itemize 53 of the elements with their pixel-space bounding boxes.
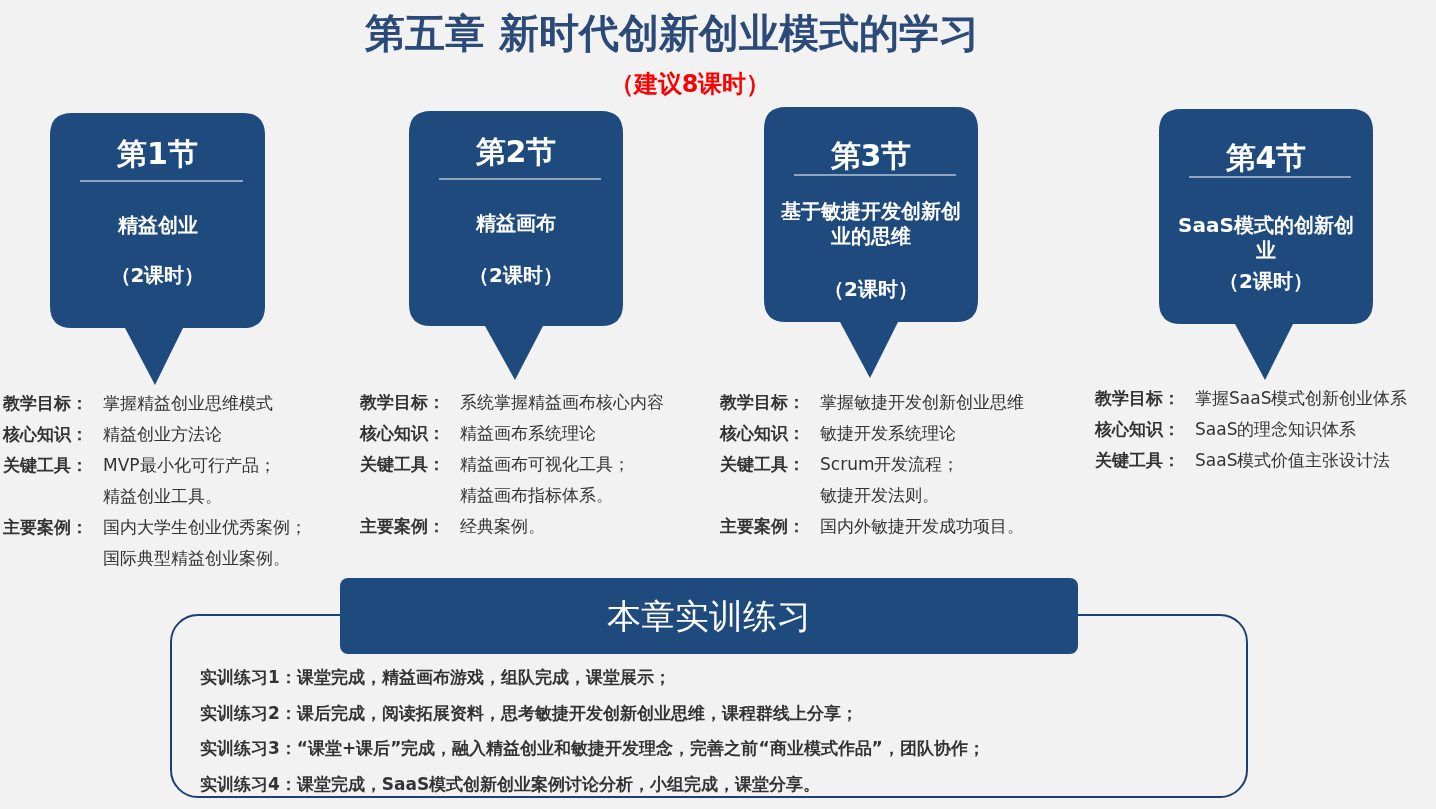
field-label: 核心知识： bbox=[1095, 419, 1180, 439]
hours-note: （2课时） bbox=[823, 277, 919, 302]
section-number: 第4节 bbox=[1224, 139, 1308, 177]
section-number: 第2节 bbox=[474, 133, 558, 171]
field-value: 经典案例。 bbox=[460, 516, 545, 536]
field-value: 精益创业工具。 bbox=[103, 486, 222, 506]
hours-note: （2课时） bbox=[468, 263, 564, 288]
exercise-item: 实训练习2：课后完成，阅读拓展资料，思考敏捷开发创新创业思维，课程群线上分享； bbox=[200, 701, 858, 725]
field-value: 敏捷开发法则。 bbox=[820, 485, 939, 505]
exercise-item: 实训练习4：课堂完成，SaaS模式创新创业案例讨论分析，小组完成，课堂分享。 bbox=[200, 772, 821, 796]
hours-note: （2课时） bbox=[109, 263, 206, 288]
field-value: 掌握敏捷开发创新创业思维 bbox=[820, 392, 1024, 412]
field-label: 核心知识： bbox=[720, 423, 805, 443]
field-label: 主要案例： bbox=[360, 516, 445, 536]
section-title: SaaS模式的创新创业 bbox=[1177, 213, 1355, 263]
field-value: 精益画布系统理论 bbox=[460, 423, 596, 443]
field-value: 掌握精益创业思维模式 bbox=[103, 393, 273, 413]
field-label: 核心知识： bbox=[3, 424, 88, 444]
field-value: 敏捷开发系统理论 bbox=[820, 423, 956, 443]
field-value: SaaS模式价值主张设计法 bbox=[1195, 450, 1391, 470]
section-banner: 本章实训练习 bbox=[340, 578, 1078, 654]
field-label: 关键工具： bbox=[360, 454, 445, 474]
field-value: 精益画布指标体系。 bbox=[460, 485, 613, 505]
field-label: 主要案例： bbox=[720, 516, 805, 536]
field-value: 精益创业方法论 bbox=[103, 424, 222, 444]
field-label: 核心知识： bbox=[360, 423, 445, 443]
field-label: 主要案例： bbox=[3, 517, 88, 537]
section-number: 第3节 bbox=[829, 137, 913, 175]
field-value: SaaS的理念知识体系 bbox=[1195, 419, 1357, 439]
field-value: 掌握SaaS模式创新创业体系 bbox=[1195, 388, 1408, 408]
field-label: 教学目标： bbox=[3, 393, 88, 413]
section-title: 精益创业 bbox=[116, 213, 199, 238]
field-label: 关键工具： bbox=[720, 454, 805, 474]
field-value: Scrum开发流程； bbox=[820, 454, 960, 474]
section-title: 基于敏捷开发创新创业的思维 bbox=[780, 199, 962, 249]
page-title: 第五章 新时代创新创业模式的学习 bbox=[364, 9, 980, 58]
section-title: 精益画布 bbox=[474, 211, 557, 236]
hours-note: （2课时） bbox=[1218, 269, 1314, 294]
hours-note: （建议8课时） bbox=[608, 69, 772, 100]
field-value: 精益画布可视化工具； bbox=[460, 454, 630, 474]
field-label: 教学目标： bbox=[720, 392, 805, 412]
field-label: 教学目标： bbox=[360, 392, 445, 412]
exercise-item: 实训练习3：“课堂+课后”完成，融入精益创业和敏捷开发理念，完善之前“商业模式作品”，团队协作； bbox=[200, 737, 985, 760]
field-value: 国内大学生创业优秀案例； bbox=[103, 517, 307, 537]
field-label: 关键工具： bbox=[3, 455, 88, 475]
field-value: 国际典型精益创业案例。 bbox=[103, 548, 290, 568]
field-label: 关键工具： bbox=[1095, 450, 1180, 470]
field-value: 系统掌握精益画布核心内容 bbox=[460, 392, 664, 412]
exercise-item: 实训练习1：课堂完成，精益画布游戏，组队完成，课堂展示； bbox=[200, 666, 671, 689]
field-label: 教学目标： bbox=[1095, 388, 1180, 408]
field-value: 国内外敏捷开发成功项目。 bbox=[820, 516, 1024, 536]
field-value: MVP最小化可行产品； bbox=[103, 455, 276, 475]
section-number: 第1节 bbox=[116, 135, 199, 173]
